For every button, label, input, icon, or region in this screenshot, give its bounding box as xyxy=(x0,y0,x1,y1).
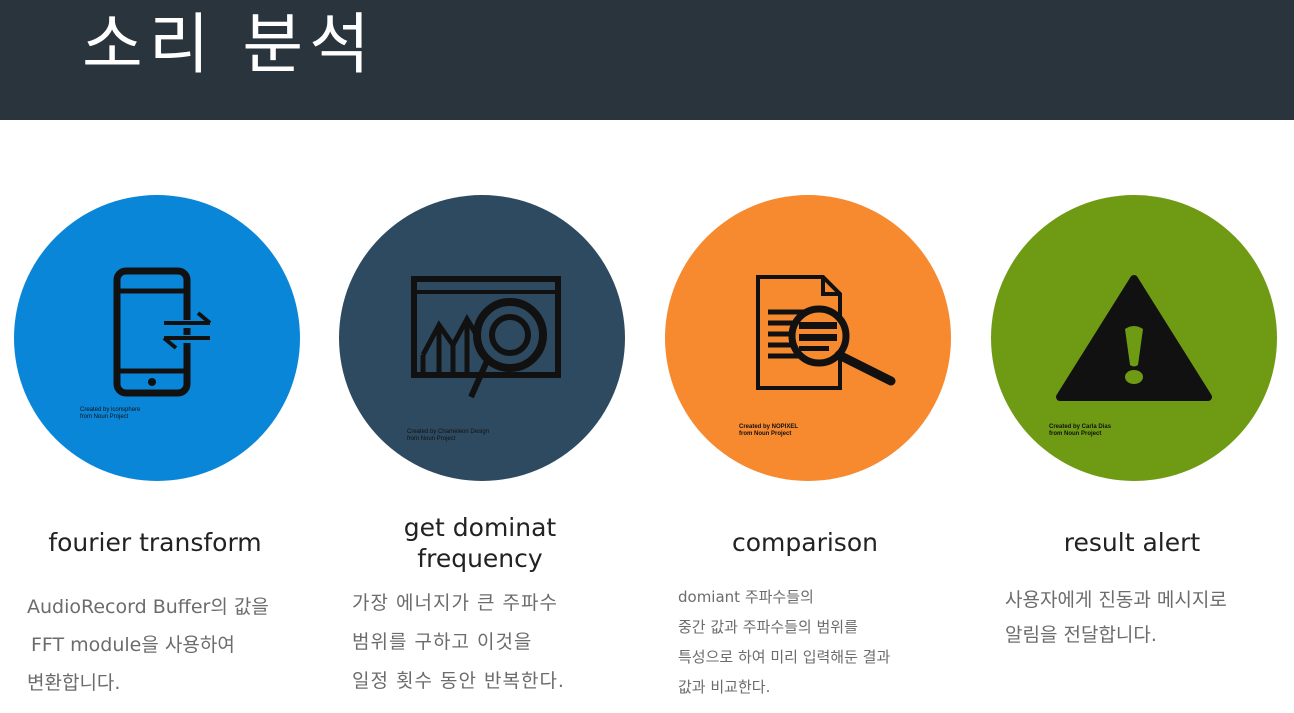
document-search-icon xyxy=(756,275,896,390)
header-bar: 소리 분석 xyxy=(0,0,1294,120)
phone-transfer-icon xyxy=(113,267,212,397)
card-title-comparison: comparison xyxy=(732,528,878,557)
card-title-dominant-frequency: get dominat frequency xyxy=(403,513,557,573)
card-title-result-alert: result alert xyxy=(1063,528,1201,557)
warning-icon xyxy=(1056,275,1212,401)
card-description: 사용자에게 진동과 메시지로 알림을 전달합니다. xyxy=(1005,589,1227,646)
card-description: 가장 에너지가 큰 주파수 범위를 구하고 이것을 일정 횟수 동안 반복한다. xyxy=(352,592,565,692)
chart-magnifier-icon xyxy=(411,276,561,399)
page-title: 소리 분석 xyxy=(82,6,376,83)
card-description: AudioRecord Buffer의 값을 FFT module을 사용하여 … xyxy=(27,596,269,694)
card-title-fourier-transform: fourier transform xyxy=(48,528,262,557)
card-description: domiant 주파수들의 중간 값과 주파수들의 범위를 특성으로 하여 미리… xyxy=(678,588,891,696)
